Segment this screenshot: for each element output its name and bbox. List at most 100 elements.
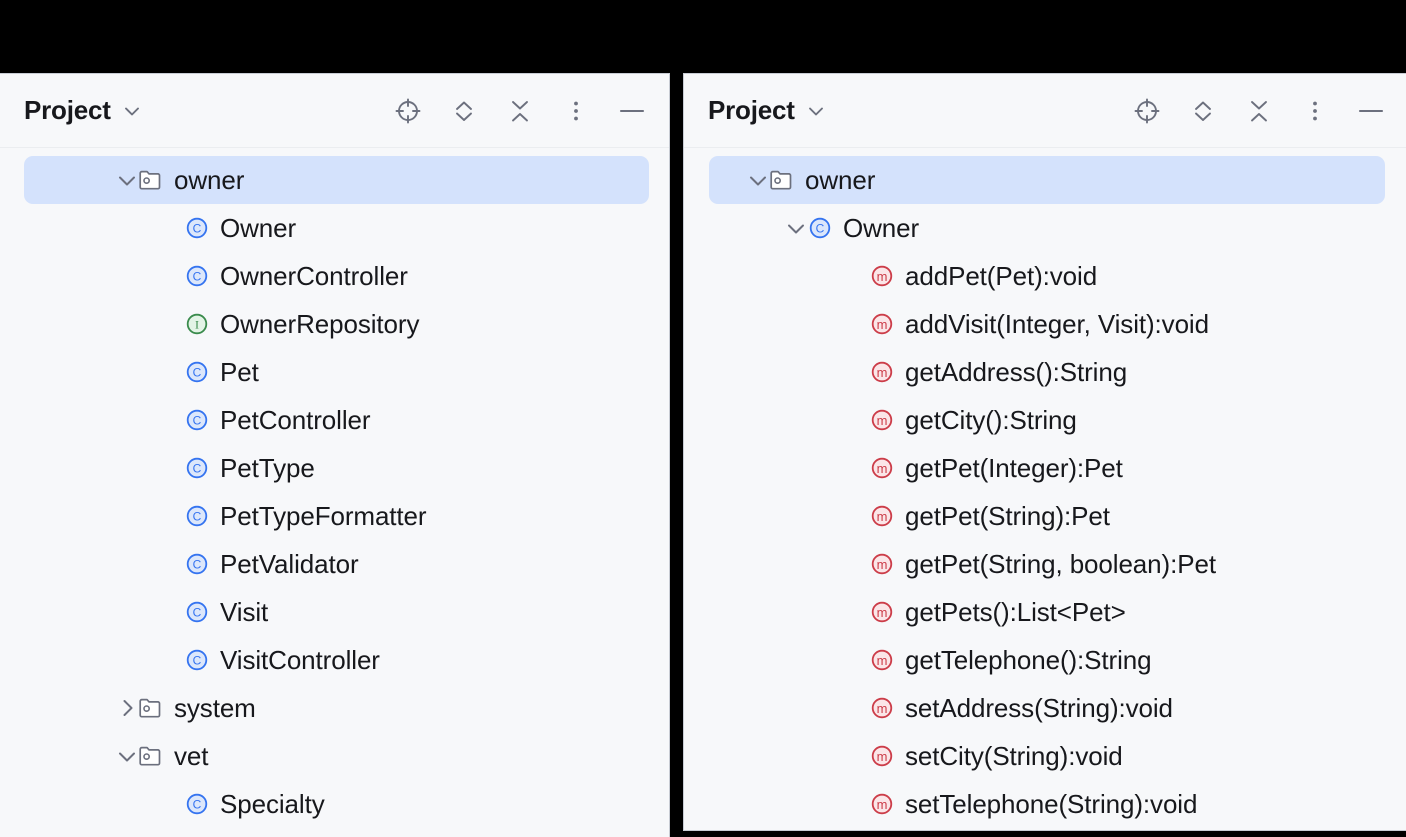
tree-node-label: setCity(String):void (905, 741, 1123, 771)
class-icon: C (184, 455, 210, 481)
chevron-down-icon[interactable] (785, 217, 807, 239)
svg-text:C: C (193, 462, 202, 476)
more-options-icon[interactable] (561, 96, 591, 126)
tree-indent-spacer (847, 649, 869, 671)
tree-node-label: getPet(String):Pet (905, 501, 1110, 531)
svg-text:C: C (193, 366, 202, 380)
svg-text:m: m (877, 413, 888, 428)
collapse-all-icon[interactable] (1244, 96, 1274, 126)
tree-node-visitcontroller[interactable]: C VisitController (24, 636, 649, 684)
chevron-down-icon[interactable] (807, 102, 825, 120)
chevron-down-icon[interactable] (747, 169, 769, 191)
svg-text:C: C (193, 222, 202, 236)
tree-indent-spacer (162, 313, 184, 335)
tree-indent-spacer (847, 745, 869, 767)
expand-all-icon[interactable] (1188, 96, 1218, 126)
tree-indent-spacer (847, 697, 869, 719)
tree-node-label: Visit (220, 597, 269, 627)
tree-node-specialty[interactable]: C Specialty (24, 780, 649, 828)
tree-indent-spacer (847, 265, 869, 287)
package-icon (769, 167, 795, 193)
class-icon: C (184, 647, 210, 673)
tree-node-label: Owner (843, 213, 920, 243)
method-icon: m (869, 407, 895, 433)
svg-text:C: C (193, 654, 202, 668)
tree-node-label: VisitController (220, 645, 380, 675)
tree-node-label: Specialty (220, 789, 325, 819)
tree-node-ownerrepository[interactable]: I OwnerRepository (24, 300, 649, 348)
chevron-right-icon[interactable] (116, 697, 138, 719)
method-icon: m (869, 503, 895, 529)
chevron-down-icon[interactable] (116, 169, 138, 191)
tree-node-label: vet (174, 741, 209, 771)
project-view-selector[interactable]: Project (708, 95, 825, 126)
tree-node-label: setTelephone(String):void (905, 789, 1198, 819)
tree-indent-spacer (162, 217, 184, 239)
tree-node-owner[interactable]: owner (24, 156, 649, 204)
tree-node-label: setAddress(String):void (905, 693, 1173, 723)
more-options-icon[interactable] (1300, 96, 1330, 126)
svg-text:I: I (195, 317, 199, 331)
expand-all-icon[interactable] (449, 96, 479, 126)
tree-node-vet[interactable]: vet (24, 732, 649, 780)
class-icon: C (184, 791, 210, 817)
tree-node-owner[interactable]: owner (709, 156, 1385, 204)
tree-indent-spacer (847, 553, 869, 575)
collapse-all-icon[interactable] (505, 96, 535, 126)
select-opened-file-icon[interactable] (393, 96, 423, 126)
tree-node-getpet-string-pet[interactable]: m getPet(String):Pet (709, 492, 1385, 540)
tree-node-label: PetTypeFormatter (220, 501, 427, 531)
tree-node-getcity-string[interactable]: m getCity():String (709, 396, 1385, 444)
select-opened-file-icon[interactable] (1132, 96, 1162, 126)
chevron-down-icon[interactable] (116, 745, 138, 767)
svg-text:C: C (193, 270, 202, 284)
tree-node-label: getPet(Integer):Pet (905, 453, 1123, 483)
tool-window-actions (1132, 96, 1386, 126)
tree-node-gettelephone-string[interactable]: m getTelephone():String (709, 636, 1385, 684)
project-view-selector[interactable]: Project (24, 95, 141, 126)
tree-node-setcity-string-void[interactable]: m setCity(String):void (709, 732, 1385, 780)
svg-text:m: m (877, 557, 888, 572)
svg-text:C: C (193, 510, 202, 524)
svg-text:m: m (877, 365, 888, 380)
method-icon: m (869, 599, 895, 625)
svg-text:m: m (877, 653, 888, 668)
method-icon: m (869, 791, 895, 817)
tree-indent-spacer (847, 457, 869, 479)
tree-indent-spacer (162, 553, 184, 575)
tree-node-label: addPet(Pet):void (905, 261, 1098, 291)
tree-node-getaddress-string[interactable]: m getAddress():String (709, 348, 1385, 396)
tree-node-label: OwnerRepository (220, 309, 420, 339)
tree-node-label: getTelephone():String (905, 645, 1152, 675)
tree-node-label: getCity():String (905, 405, 1077, 435)
tree-indent-spacer (162, 793, 184, 815)
tree-node-settelephone-string-void[interactable]: m setTelephone(String):void (709, 780, 1385, 828)
hide-icon[interactable] (1356, 96, 1386, 126)
tree-node-system[interactable]: system (24, 684, 649, 732)
svg-text:m: m (877, 605, 888, 620)
tree-node-label: getAddress():String (905, 357, 1128, 387)
chevron-down-icon[interactable] (123, 102, 141, 120)
hide-icon[interactable] (617, 96, 647, 126)
tree-indent-spacer (162, 409, 184, 431)
tree-indent-spacer (847, 361, 869, 383)
method-icon: m (869, 743, 895, 769)
svg-text:C: C (193, 558, 202, 572)
tree-indent-spacer (162, 361, 184, 383)
tree-node-pettypeformatter[interactable]: C PetTypeFormatter (24, 492, 649, 540)
